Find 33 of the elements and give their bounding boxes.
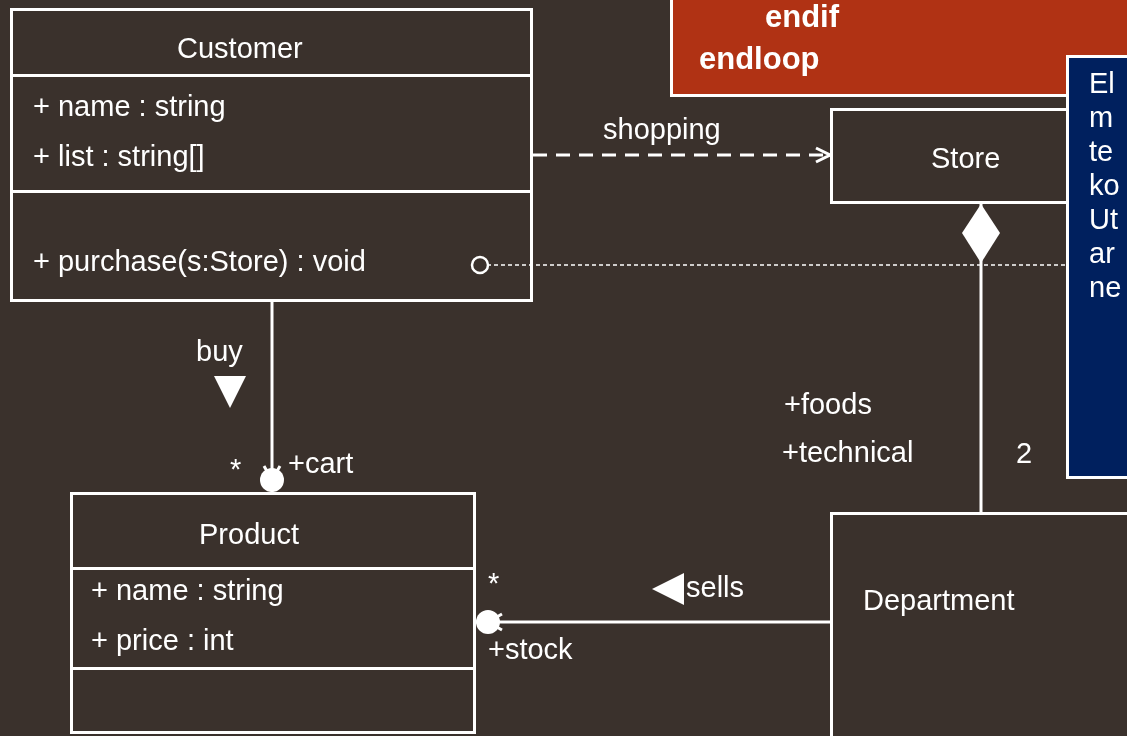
attribute: + price : int [91, 623, 234, 657]
role-name: +cart [288, 446, 354, 480]
connector [474, 608, 830, 636]
attribute: + name : string [33, 89, 226, 123]
role-name: +stock [488, 632, 573, 666]
multiplicity: 2 [1016, 436, 1033, 470]
role-name: +foods [784, 387, 872, 421]
edge-label: shopping [603, 112, 721, 146]
edge-label: sells [686, 570, 744, 604]
note-text: El m te ko Ut ar ne [1089, 66, 1123, 304]
attribute: + list : string[] [33, 139, 205, 173]
attribute: + name : string [91, 573, 284, 607]
code-box [670, 0, 1127, 97]
class-box [10, 8, 533, 302]
connector [470, 255, 1067, 275]
class-name: Store [931, 141, 1001, 175]
code-line: endif [765, 0, 840, 34]
role-name: +technical [782, 435, 914, 469]
operation: + purchase(s:Store) : void [33, 244, 366, 278]
class-name: Department [863, 583, 1015, 617]
multiplicity: * [230, 452, 242, 486]
code-line: endloop [699, 42, 820, 76]
class-box [830, 108, 1066, 204]
connector [533, 146, 832, 164]
note-box [1066, 55, 1127, 479]
class-name: Customer [177, 31, 303, 65]
class-box [830, 512, 1127, 736]
class-box [70, 492, 476, 734]
multiplicity: * [488, 566, 500, 600]
edge-label: buy [196, 334, 243, 368]
class-name: Product [199, 517, 299, 551]
connector [258, 302, 286, 494]
connector [962, 204, 1000, 512]
